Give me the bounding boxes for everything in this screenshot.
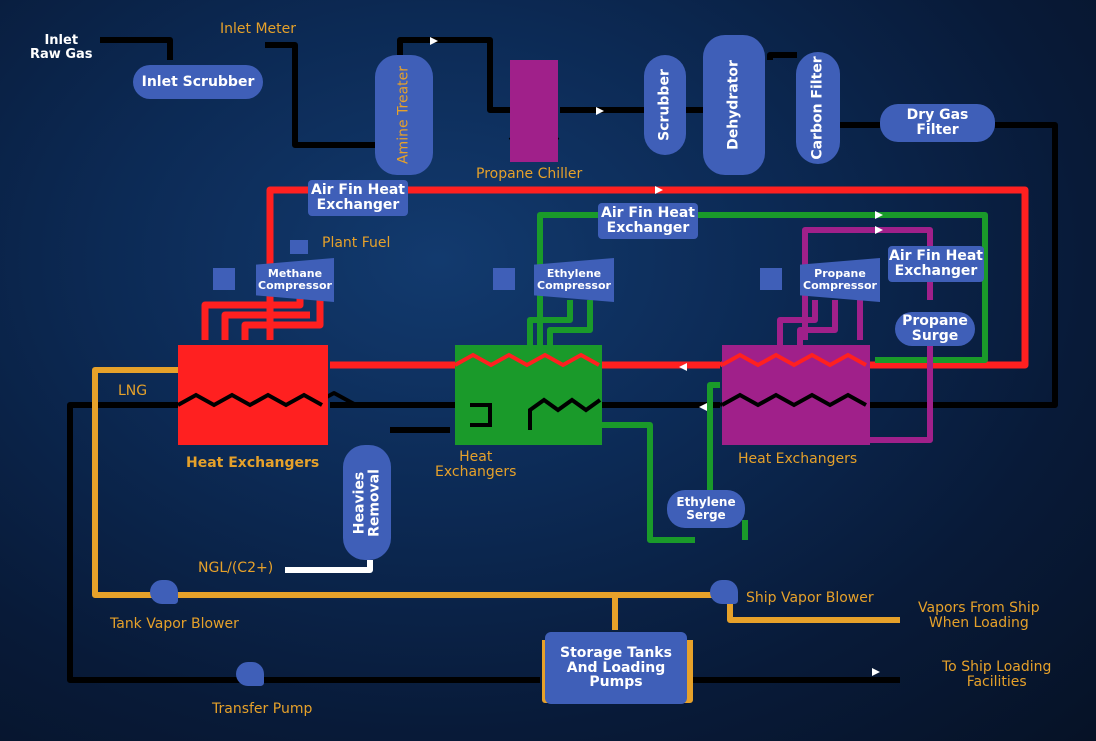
- vapors-from-ship-label: Vapors From Ship When Loading: [918, 600, 1040, 631]
- tank-vapor-blower: [150, 580, 178, 604]
- ngl-line: [285, 560, 373, 573]
- tank-vapor-blower-label: Tank Vapor Blower: [110, 616, 239, 632]
- ship-vapor-blower: [710, 580, 738, 604]
- ship-vapor-blower-label: Ship Vapor Blower: [746, 590, 874, 606]
- ethylene-compressor: Ethylene Compressor: [534, 258, 614, 302]
- transfer-pump-label: Transfer Pump: [212, 701, 313, 717]
- propane-surge: Propane Surge: [895, 312, 975, 346]
- lng-label: LNG: [118, 383, 148, 399]
- inlet-meter-label: Inlet Meter: [220, 21, 296, 37]
- dry-gas-filter: Dry Gas Filter: [880, 104, 995, 142]
- methane-loop: [201, 186, 1029, 369]
- storage-tanks-and-loading-pumps: Storage Tanks And Loading Pumps: [545, 632, 687, 704]
- ngl-label: NGL/(C2+): [198, 560, 274, 576]
- flow-arrows: [430, 37, 883, 676]
- air-fin-heat-exchanger-2: Air Fin Heat Exchanger: [598, 203, 698, 239]
- heat-exchangers-1-label: Heat Exchangers: [186, 455, 320, 471]
- carbon-filter: Carbon Filter: [796, 52, 840, 164]
- amine-treater: Amine Treater: [375, 55, 433, 175]
- plant-fuel-label: Plant Fuel: [322, 235, 391, 251]
- transfer-pump: [236, 662, 264, 686]
- dehydrator: Dehydrator: [703, 35, 765, 175]
- air-fin-heat-exchanger-1: Air Fin Heat Exchanger: [308, 180, 408, 216]
- ethylene-driver: [493, 268, 515, 290]
- propane-driver: [760, 268, 782, 290]
- propane-chiller-label: Propane Chiller: [476, 166, 583, 182]
- plant-fuel-nozzle: [290, 240, 308, 254]
- gas-lines: [67, 37, 1058, 683]
- heavies-removal-label: Heavies Removal: [351, 468, 382, 537]
- to-ship-loading-label: To Ship Loading Facilities: [942, 659, 1052, 690]
- heat-exchangers-2-label: Heat Exchangers: [435, 449, 517, 480]
- propane-chiller: [510, 60, 558, 162]
- ethylene-serge: Ethylene Serge: [667, 490, 745, 528]
- methane-compressor: Methane Compressor: [256, 258, 334, 302]
- heavies-removal: Heavies Removal: [343, 445, 391, 560]
- ethylene-loop: [527, 212, 988, 543]
- methane-driver: [213, 268, 235, 290]
- inlet-scrubber: Inlet Scrubber: [133, 65, 263, 99]
- propane-compressor: Propane Compressor: [800, 258, 880, 302]
- scrubber: Scrubber: [644, 55, 686, 155]
- air-fin-heat-exchanger-3: Air Fin Heat Exchanger: [888, 246, 984, 282]
- inlet-raw-gas-label: Inlet Raw Gas: [30, 33, 93, 62]
- heat-exchangers-3-label: Heat Exchangers: [738, 451, 858, 467]
